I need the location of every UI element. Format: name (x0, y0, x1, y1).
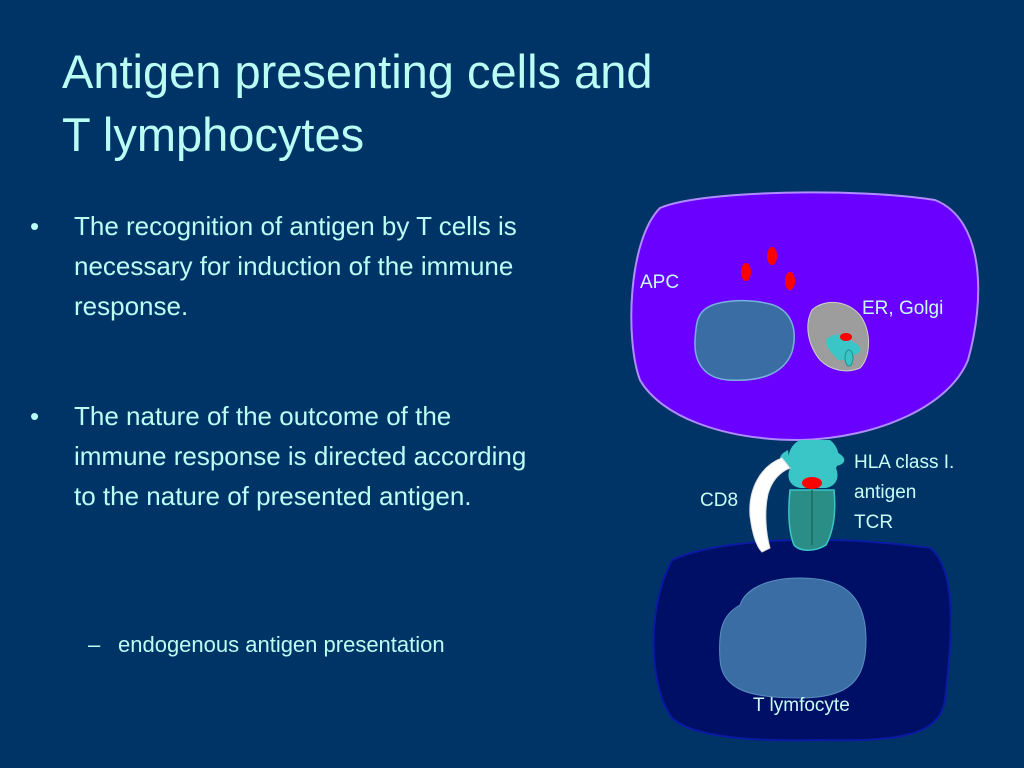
label-er-golgi: ER, Golgi (862, 298, 943, 319)
title-line-2: T lymphocytes (62, 108, 365, 161)
er-antigen-icon (840, 333, 852, 341)
antigen-particle-icon (785, 272, 795, 290)
er-hla-foot-icon (844, 349, 854, 367)
cd8-molecule-icon (749, 457, 791, 553)
slide-title: Antigen presenting cells and T lymphocyt… (62, 40, 702, 166)
label-cd8: CD8 (700, 490, 738, 511)
hla-class-i-molecule-icon (788, 440, 839, 488)
sub-bullet: –endogenous antigen presentation (88, 630, 445, 660)
label-apc: APC (640, 272, 679, 293)
sub-bullet-text: endogenous antigen presentation (118, 632, 445, 657)
bullet-text: The recognition of antigen by T cells is… (74, 211, 517, 321)
bullet-marker: • (30, 401, 40, 431)
label-antigen: antigen (854, 482, 916, 503)
bullet-text: The nature of the outcome of the immune … (74, 401, 527, 511)
t-cell-nucleus (719, 577, 867, 699)
label-tcr: TCR (854, 512, 893, 533)
label-hla-class-i: HLA class I. (854, 452, 954, 473)
presented-antigen-icon (802, 477, 822, 489)
sub-bullet-marker: – (88, 632, 101, 657)
antigen-particle-icon (767, 247, 777, 265)
antigen-particle-icon (741, 263, 751, 281)
label-t-lymphocyte: T lymfocyte (753, 695, 850, 716)
hla-arm-icon (836, 452, 845, 466)
bullet-marker: • (30, 211, 40, 241)
title-line-1: Antigen presenting cells and (62, 45, 653, 98)
apc-nucleus (694, 299, 795, 382)
